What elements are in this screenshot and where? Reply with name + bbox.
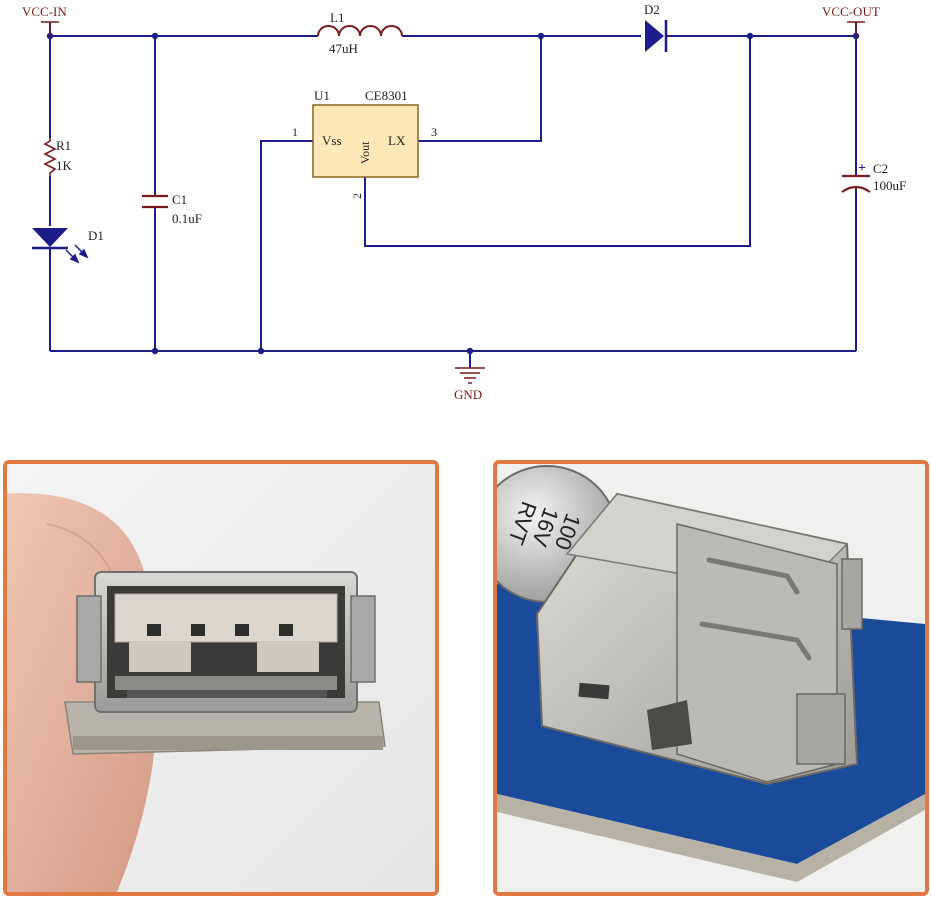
d2-ref: D2 <box>644 2 660 17</box>
diode-d2 <box>645 20 668 52</box>
pin2-number: 2 <box>350 193 364 199</box>
capacitor-c2 <box>841 174 871 193</box>
gnd-symbol <box>455 367 485 384</box>
vcc-out-label: VCC-OUT <box>822 4 880 19</box>
c1-ref: C1 <box>172 192 187 207</box>
pin-vout-label: Vout <box>358 141 372 164</box>
l1-value: 47uH <box>329 41 358 56</box>
usb-board-angled-illustration: 100 16V RVT <box>497 464 925 892</box>
ic-u1 <box>312 104 419 178</box>
vcc-in-label: VCC-IN <box>22 4 67 19</box>
c2-polarity-mark: + <box>858 161 866 176</box>
pin1-number: 1 <box>292 125 298 139</box>
vcc-out-port-symbol <box>847 21 865 36</box>
capacitor-c1 <box>142 194 168 209</box>
d1-ref: D1 <box>88 228 104 243</box>
usb-board-angled-photo: 100 16V RVT <box>493 460 929 896</box>
c1-value: 0.1uF <box>172 211 202 226</box>
vss-wire <box>260 140 313 351</box>
pin3-number: 3 <box>431 125 437 139</box>
c2-ref: C2 <box>873 161 888 176</box>
pin-vss-label: Vss <box>322 133 342 148</box>
junction-dot <box>151 32 159 40</box>
resistor-r1 <box>43 138 57 176</box>
junction-dot <box>151 347 159 355</box>
circuit-schematic: VCC-IN VCC-OUT GND L1 47uH D2 R1 1K D1 C… <box>22 2 906 402</box>
junctions <box>46 32 860 355</box>
inductor-l1 <box>317 25 403 37</box>
lx-wire <box>418 36 542 142</box>
vcc-in-port-symbol <box>41 21 59 36</box>
led-d1 <box>32 228 89 264</box>
r1-ref: R1 <box>56 138 71 153</box>
junction-dot <box>257 347 265 355</box>
junction-dot <box>537 32 545 40</box>
u1-ref: U1 <box>314 88 330 103</box>
usb-board-front-illustration <box>7 464 435 892</box>
u1-part: CE8301 <box>365 88 408 103</box>
r1-value: 1K <box>56 158 73 173</box>
vout-wire <box>364 36 751 247</box>
usb-board-front-photo <box>3 460 439 896</box>
junction-dot <box>466 347 474 355</box>
l1-ref: L1 <box>330 10 344 25</box>
gnd-label: GND <box>454 387 482 402</box>
c2-value: 100uF <box>873 178 906 193</box>
junction-dot <box>746 32 754 40</box>
wires <box>49 22 857 368</box>
pin-lx-label: LX <box>388 133 406 148</box>
